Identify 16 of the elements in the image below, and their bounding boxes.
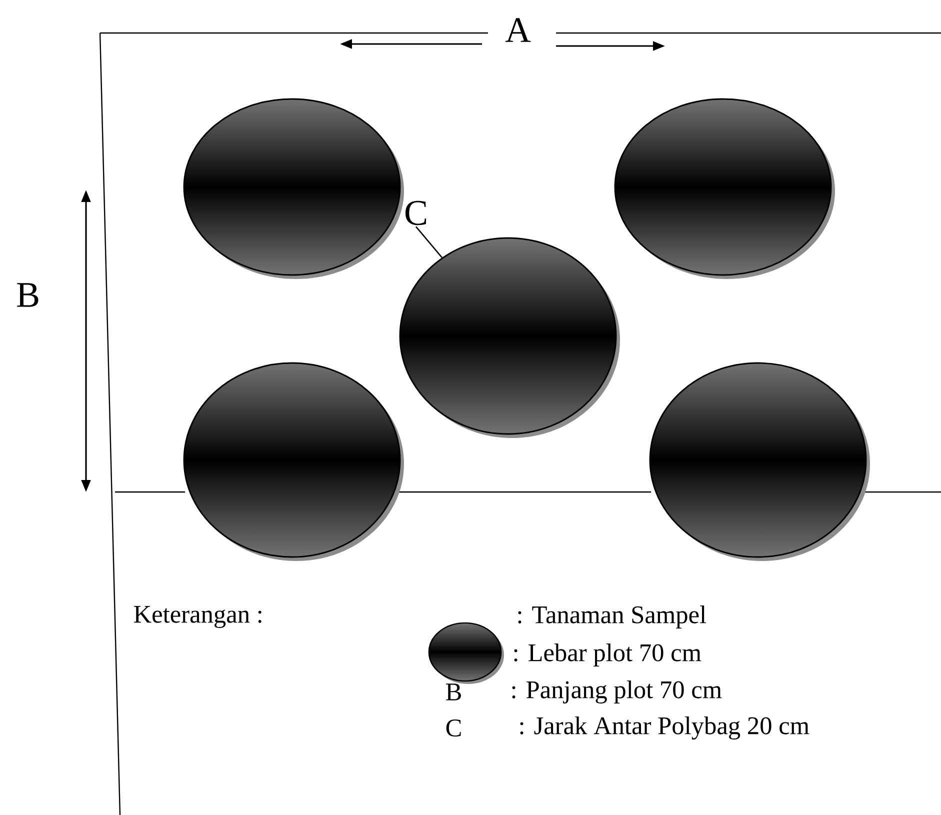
plant-polybag xyxy=(614,98,835,279)
plant-polybag xyxy=(649,362,870,561)
legend-text: : Lebar plot 70 cm xyxy=(514,644,702,666)
legend-text: : Panjang plot 70 cm xyxy=(512,680,722,704)
dimension-label: B xyxy=(17,283,38,307)
plant-polybag xyxy=(399,237,620,438)
legend-text: : Jarak Antar Polybag 20 cm xyxy=(520,716,810,740)
legend-key: C xyxy=(446,720,461,737)
legend-title: Keterangan : xyxy=(134,606,262,628)
legend-text: : Tanaman Sampel xyxy=(518,606,706,628)
legend-key: B xyxy=(446,684,461,700)
dimension-label: A xyxy=(505,18,531,42)
leader-line xyxy=(416,226,442,258)
plant-polybag xyxy=(183,362,404,561)
part-label: C xyxy=(405,200,426,226)
plant-polybag xyxy=(183,98,404,279)
